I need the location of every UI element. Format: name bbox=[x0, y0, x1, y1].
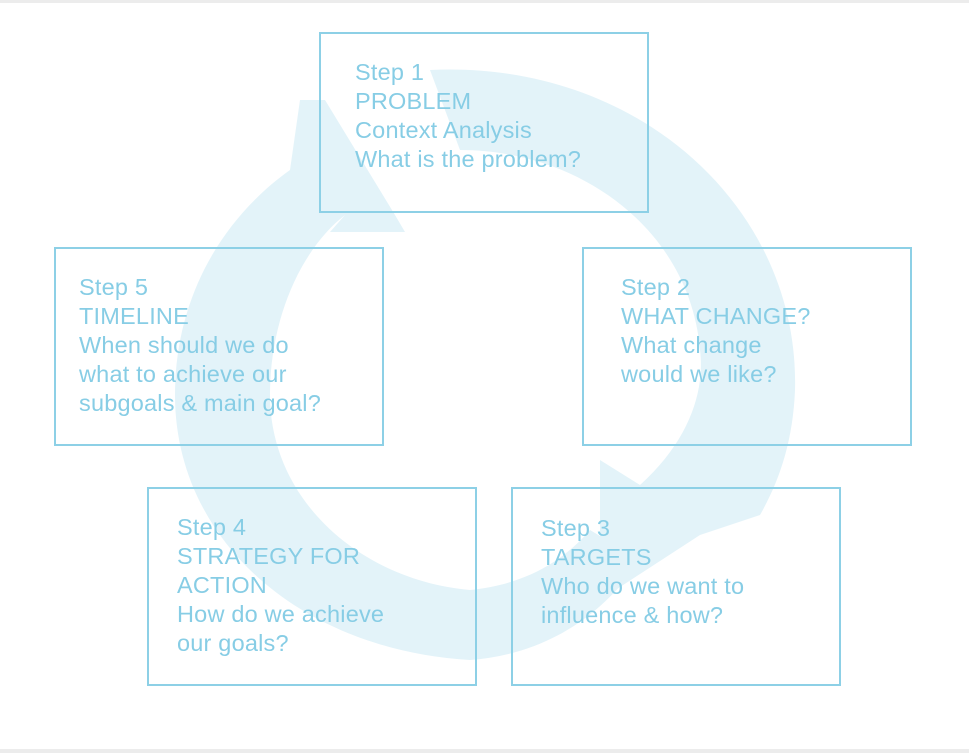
step-5-box: Step 5 TIMELINE When should we do what t… bbox=[54, 247, 384, 446]
step-2-text: Step 2 WHAT CHANGE? What change would we… bbox=[621, 273, 811, 389]
step-2-line-3: What change bbox=[621, 332, 762, 358]
step-1-box: Step 1 PROBLEM Context Analysis What is … bbox=[319, 32, 649, 213]
step-5-number: Step 5 bbox=[79, 274, 149, 300]
step-2-box: Step 2 WHAT CHANGE? What change would we… bbox=[582, 247, 912, 446]
step-4-box: Step 4 STRATEGY FOR ACTION How do we ach… bbox=[147, 487, 477, 686]
bottom-divider bbox=[0, 749, 969, 753]
step-1-number: Step 1 bbox=[355, 59, 425, 85]
step-5-line-5: subgoals & main goal? bbox=[79, 390, 321, 416]
step-5-line-3: When should we do bbox=[79, 332, 289, 358]
step-4-number: Step 4 bbox=[177, 514, 247, 540]
step-1-line-4: What is the problem? bbox=[355, 146, 582, 172]
step-4-line-5: our goals? bbox=[177, 630, 289, 656]
cycle-arrow-left bbox=[175, 100, 470, 660]
cycle-arrow-right bbox=[430, 69, 796, 600]
step-3-box: Step 3 TARGETS Who do we want to influen… bbox=[511, 487, 841, 686]
top-divider bbox=[0, 0, 969, 3]
step-4-title: STRATEGY FOR bbox=[177, 543, 361, 569]
step-5-text: Step 5 TIMELINE When should we do what t… bbox=[79, 273, 321, 418]
step-4-line-4: How do we achieve bbox=[177, 601, 385, 627]
step-1-title: PROBLEM bbox=[355, 88, 472, 114]
step-4-text: Step 4 STRATEGY FOR ACTION How do we ach… bbox=[177, 513, 384, 658]
step-2-number: Step 2 bbox=[621, 274, 691, 300]
step-1-line-3: Context Analysis bbox=[355, 117, 532, 143]
step-3-line-3: Who do we want to bbox=[541, 573, 745, 599]
step-2-line-4: would we like? bbox=[621, 361, 777, 387]
step-1-text: Step 1 PROBLEM Context Analysis What is … bbox=[355, 58, 581, 174]
step-4-title-cont: ACTION bbox=[177, 572, 267, 598]
step-5-title: TIMELINE bbox=[79, 303, 189, 329]
step-2-title: WHAT CHANGE? bbox=[621, 303, 811, 329]
step-3-line-4: influence & how? bbox=[541, 602, 724, 628]
step-3-title: TARGETS bbox=[541, 544, 652, 570]
step-3-number: Step 3 bbox=[541, 515, 611, 541]
step-5-line-4: what to achieve our bbox=[79, 361, 287, 387]
step-3-text: Step 3 TARGETS Who do we want to influen… bbox=[541, 514, 744, 630]
